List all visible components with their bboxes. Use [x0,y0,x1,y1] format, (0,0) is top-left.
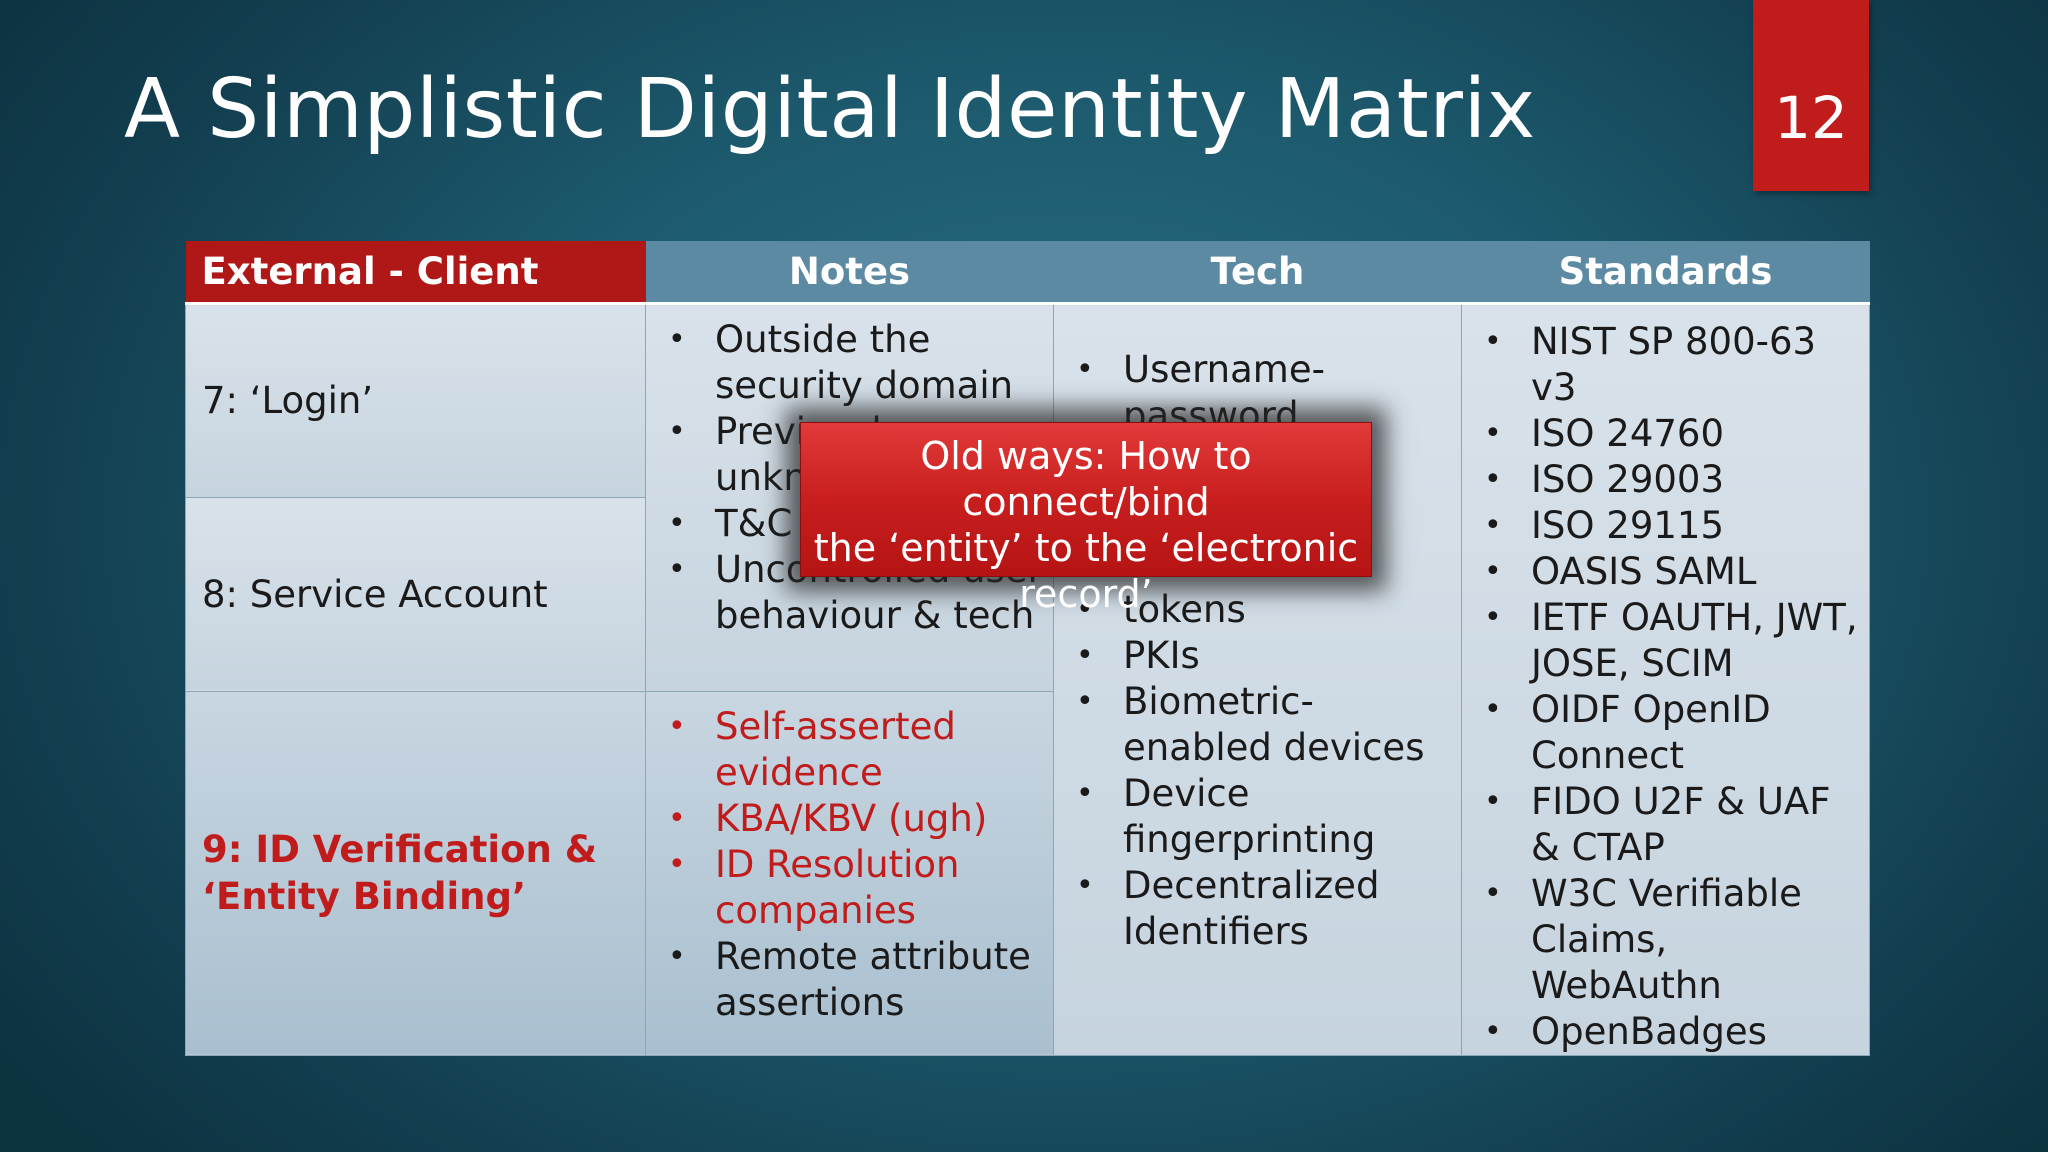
standard-text: W3C Verifiable Claims, WebAuthn [1531,872,1802,1007]
list-item: OASIS SAML [1478,549,1861,595]
list-item: PKIs [1070,633,1453,679]
identity-matrix-table: External - Client Notes Tech Standards 7… [185,241,1870,1057]
callout-popup: Old ways: How to connect/bind the ‘entit… [800,422,1372,616]
callout-line: Old ways: How to connect/bind [920,434,1252,524]
list-item: ISO 24760 [1478,411,1861,457]
standard-text: OASIS SAML [1531,550,1757,593]
list-item: Self-asserted evidence [662,704,1045,796]
row-label-login: 7: ‘Login’ [185,303,646,498]
note-text: ID Resolution companies [715,842,960,932]
tech-text: Decentralized Identifiers [1123,864,1380,953]
list-item: KBA/KBV (ugh) [662,796,1045,842]
table-header-row: External - Client Notes Tech Standards [185,241,1870,305]
list-item: Outside the security domain [662,317,1045,409]
slide-title: A Simplistic Digital Identity Matrix [124,62,1536,157]
list-item: tokens [1070,587,1453,633]
row-label-line: ‘Entity Binding’ [202,875,527,919]
header-tech: Tech [1053,241,1462,305]
standard-text: IETF OAUTH, JWT, JOSE, SCIM [1531,596,1858,685]
callout-line: the ‘entity’ to the ‘electronic [813,526,1359,570]
note-text: T&C i [715,502,815,545]
standard-text: ISO 29003 [1531,458,1724,501]
note-text: Remote attribute assertions [715,934,1031,1024]
notes-bottom-list: Self-asserted evidence KBA/KBV (ugh) ID … [662,704,1045,1026]
list-item: ISO 29003 [1478,457,1861,503]
tech-cell: Username-password tokens PKIs Biometric-… [1053,303,1462,1056]
note-text: Outside the security domain [715,318,1014,407]
list-item: IETF OAUTH, JWT, JOSE, SCIM [1478,595,1861,687]
list-item: NIST SP 800-63 v3 [1478,319,1861,411]
tech-list: Username-password tokens PKIs Biometric-… [1070,305,1453,955]
header-notes: Notes [645,241,1054,305]
standards-cell: NIST SP 800-63 v3 ISO 24760 ISO 29003 IS… [1461,303,1870,1056]
page-number-badge: 12 [1753,0,1869,191]
header-external-client: External - Client [185,241,646,305]
standard-text: FIDO U2F & UAF & CTAP [1531,780,1831,869]
list-item: Device fingerprinting [1070,771,1453,863]
notes-cell-bottom: Self-asserted evidence KBA/KBV (ugh) ID … [645,690,1054,1057]
list-item: ID Resolution companies [662,842,1045,934]
row-label-line: 9: ID Verification & [202,828,598,872]
list-item: T&C i [662,501,1045,547]
tech-text: PKIs [1123,634,1200,677]
standard-text: NIST SP 800-63 v3 [1531,320,1817,409]
note-text: KBA/KBV (ugh) [715,796,988,840]
standard-text: ISO 24760 [1531,412,1724,455]
row-label-id-verification: 9: ID Verification & ‘Entity Binding’ [185,690,646,1057]
list-item: W3C Verifiable Claims, WebAuthn [1478,871,1861,1009]
list-item: Biometric-enabled devices [1070,679,1453,771]
standards-list: NIST SP 800-63 v3 ISO 24760 ISO 29003 IS… [1478,319,1861,1055]
list-item: Decentralized Identifiers [1070,863,1453,955]
callout-line: record’ [1019,572,1153,616]
header-standards: Standards [1461,241,1870,305]
standard-text: OIDF OpenID Connect [1531,688,1771,777]
note-text: Self-asserted evidence [715,704,956,794]
standard-text: ISO 29115 [1531,504,1724,547]
list-item: FIDO U2F & UAF & CTAP [1478,779,1861,871]
row-label-service-account: 8: Service Account [185,496,646,692]
standard-text: OpenBadges [1531,1010,1767,1053]
tech-text: tokens [1123,588,1246,631]
tech-text: Device fingerprinting [1123,772,1376,861]
page-number: 12 [1774,84,1848,152]
list-item: ISO 29115 [1478,503,1861,549]
list-item: OpenBadges [1478,1009,1861,1055]
list-item: OIDF OpenID Connect [1478,687,1861,779]
table-row: 8: Service Account [185,496,1870,692]
table-row: 9: ID Verification & ‘Entity Binding’ Se… [185,690,1870,1057]
tech-text: Biometric-enabled devices [1123,680,1425,769]
table-row: 7: ‘Login’ Outside the security domain P… [185,303,1870,1056]
list-item: Remote attribute assertions [662,934,1045,1026]
